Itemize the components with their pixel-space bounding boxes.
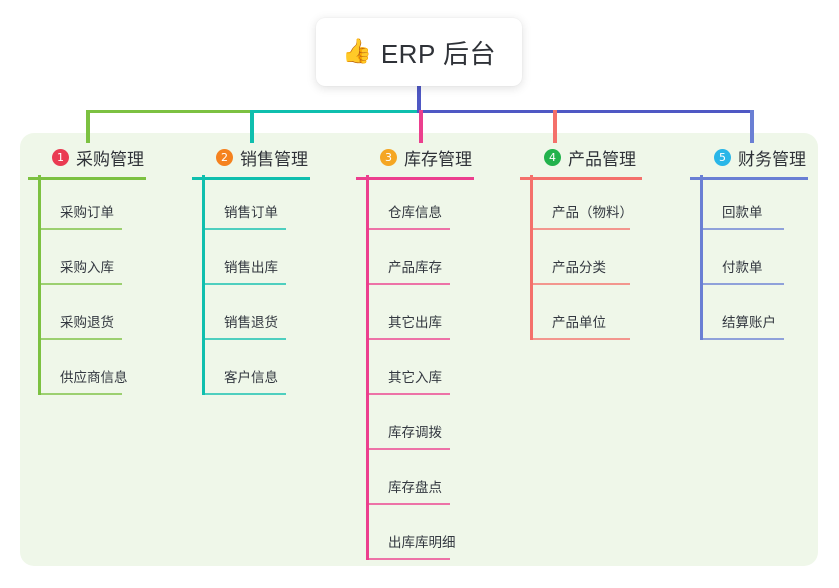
column-header-product[interactable]: 4 产品管理 bbox=[520, 143, 642, 171]
leaf-item-label: 付款单 bbox=[722, 260, 763, 275]
leaf-item-label: 结算账户 bbox=[722, 315, 776, 330]
column-rule-purchasing bbox=[28, 177, 146, 180]
drop-connector-inventory bbox=[419, 110, 423, 143]
leaf-item-rule bbox=[700, 338, 784, 340]
column-rule-sales bbox=[192, 177, 310, 180]
leaf-item-rule bbox=[366, 338, 450, 340]
leaf-item-label: 销售订单 bbox=[224, 205, 278, 220]
column-header-finance[interactable]: 5 财务管理 bbox=[690, 143, 808, 171]
drop-connector-product bbox=[553, 110, 557, 143]
bus-segment-green bbox=[86, 110, 342, 113]
column-spine-product bbox=[530, 175, 533, 340]
leaf-item-rule bbox=[202, 393, 286, 395]
column-title-product: 产品管理 bbox=[568, 149, 636, 169]
leaf-item-rule bbox=[530, 228, 630, 230]
drop-connector-sales bbox=[250, 110, 254, 143]
column-header-purchasing[interactable]: 1 采购管理 bbox=[28, 143, 146, 171]
drop-connector-finance bbox=[750, 110, 754, 143]
leaf-item-label: 其它入库 bbox=[388, 370, 442, 385]
leaf-item-rule bbox=[38, 228, 122, 230]
leaf-item-rule bbox=[202, 338, 286, 340]
column-header-inventory[interactable]: 3 库存管理 bbox=[356, 143, 474, 171]
leaf-item-rule bbox=[366, 448, 450, 450]
column-purchasing: 1 采购管理 bbox=[28, 143, 146, 180]
leaf-item-label: 供应商信息 bbox=[60, 370, 128, 385]
leaf-item-label: 产品单位 bbox=[552, 315, 606, 330]
bus-segment-teal bbox=[250, 110, 422, 113]
column-header-sales[interactable]: 2 销售管理 bbox=[192, 143, 310, 171]
column-badge-purchasing: 1 bbox=[52, 148, 69, 166]
column-rule-product bbox=[520, 177, 642, 180]
leaf-item-rule bbox=[38, 338, 122, 340]
bus-segment-blue bbox=[419, 110, 752, 113]
column-spine-inventory bbox=[366, 175, 369, 560]
leaf-item-rule bbox=[202, 228, 286, 230]
leaf-item-rule bbox=[366, 228, 450, 230]
leaf-item-rule bbox=[202, 283, 286, 285]
column-title-sales: 销售管理 bbox=[240, 149, 308, 169]
column-sales: 2 销售管理 bbox=[192, 143, 310, 180]
leaf-item-label: 客户信息 bbox=[224, 370, 278, 385]
column-rule-inventory bbox=[356, 177, 474, 180]
root-stem-connector bbox=[417, 85, 421, 113]
column-badge-sales: 2 bbox=[216, 148, 233, 166]
drop-connector-purchasing bbox=[86, 110, 90, 143]
leaf-item-label: 采购入库 bbox=[60, 260, 114, 275]
leaf-item-label: 采购订单 bbox=[60, 205, 114, 220]
leaf-item-label: 库存调拨 bbox=[388, 425, 442, 440]
leaf-item-label: 产品分类 bbox=[552, 260, 606, 275]
column-inventory: 3 库存管理 bbox=[356, 143, 474, 180]
leaf-item-label: 出库库明细 bbox=[388, 535, 456, 550]
leaf-item-label: 仓库信息 bbox=[388, 205, 442, 220]
column-badge-product: 4 bbox=[544, 148, 561, 166]
column-badge-finance: 5 bbox=[714, 148, 731, 166]
column-spine-purchasing bbox=[38, 175, 41, 395]
thumbs-up-icon: 👍 bbox=[341, 38, 372, 65]
leaf-item-rule bbox=[530, 338, 630, 340]
root-node-title: ERP 后台 bbox=[380, 38, 497, 69]
leaf-item-label: 产品库存 bbox=[388, 260, 442, 275]
column-title-purchasing: 采购管理 bbox=[76, 149, 144, 169]
leaf-item-label: 其它出库 bbox=[388, 315, 442, 330]
leaf-item-label: 回款单 bbox=[722, 205, 763, 220]
column-spine-sales bbox=[202, 175, 205, 395]
column-product: 4 产品管理 bbox=[520, 143, 642, 180]
leaf-item-label: 销售出库 bbox=[224, 260, 278, 275]
leaf-item-rule bbox=[366, 283, 450, 285]
leaf-item-rule bbox=[366, 558, 450, 560]
column-spine-finance bbox=[700, 175, 703, 340]
leaf-item-rule bbox=[530, 283, 630, 285]
leaf-item-rule bbox=[366, 503, 450, 505]
content-panel bbox=[20, 133, 818, 566]
column-finance: 5 财务管理 bbox=[690, 143, 808, 180]
leaf-item-rule bbox=[700, 228, 784, 230]
leaf-item-rule bbox=[38, 283, 122, 285]
leaf-item-rule bbox=[700, 283, 784, 285]
column-rule-finance bbox=[690, 177, 808, 180]
root-node-card[interactable]: 👍 ERP 后台 bbox=[316, 18, 522, 86]
column-title-finance: 财务管理 bbox=[738, 149, 806, 169]
leaf-item-label: 产品（物料） bbox=[552, 205, 633, 220]
leaf-item-label: 库存盘点 bbox=[388, 480, 442, 495]
leaf-item-rule bbox=[38, 393, 122, 395]
leaf-item-label: 采购退货 bbox=[60, 315, 114, 330]
column-badge-inventory: 3 bbox=[380, 148, 397, 166]
leaf-item-rule bbox=[366, 393, 450, 395]
leaf-item-label: 销售退货 bbox=[224, 315, 278, 330]
column-title-inventory: 库存管理 bbox=[404, 149, 472, 169]
